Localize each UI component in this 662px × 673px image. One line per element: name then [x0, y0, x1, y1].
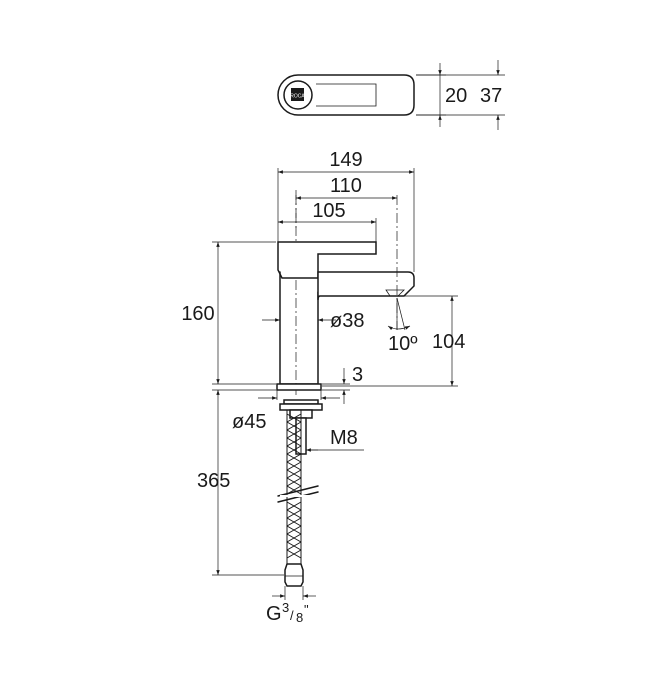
spout	[317, 271, 415, 301]
dim-10deg: 10º	[388, 333, 418, 355]
hose-connector	[284, 563, 304, 587]
svg-text:8: 8	[296, 610, 303, 625]
lever-top-outline	[277, 74, 415, 116]
svg-text:": "	[304, 602, 309, 617]
dim-149: 149	[329, 149, 362, 171]
base-ring	[276, 383, 322, 391]
dim-110: 110	[330, 175, 362, 197]
lever-side	[277, 241, 377, 279]
side-view: 149 110 105 160 ø38 10º 104 3	[181, 149, 465, 625]
dim-g-3-8: G 3 / 8 "	[266, 600, 309, 625]
top-view: ROCA 20 37	[277, 60, 505, 130]
dim-37: 37	[480, 85, 502, 107]
dim-3: 3	[352, 364, 363, 386]
faucet-body	[279, 271, 319, 385]
svg-text:3: 3	[282, 600, 289, 615]
dim-160: 160	[181, 303, 214, 325]
svg-text:/: /	[290, 608, 294, 623]
lever-top-inner	[316, 83, 377, 107]
dim-20: 20	[445, 85, 467, 107]
dim-365: 365	[197, 470, 230, 492]
dim-104: 104	[432, 331, 465, 353]
dim-o38: ø38	[330, 310, 364, 332]
dim-o45: ø45	[232, 411, 266, 433]
svg-text:ROCA: ROCA	[290, 94, 305, 100]
dim-105: 105	[312, 200, 345, 222]
svg-text:G: G	[266, 603, 282, 625]
dim-m8: M8	[330, 427, 358, 449]
lever-top-knob	[283, 80, 313, 110]
logo-mark: ROCA	[290, 88, 305, 101]
